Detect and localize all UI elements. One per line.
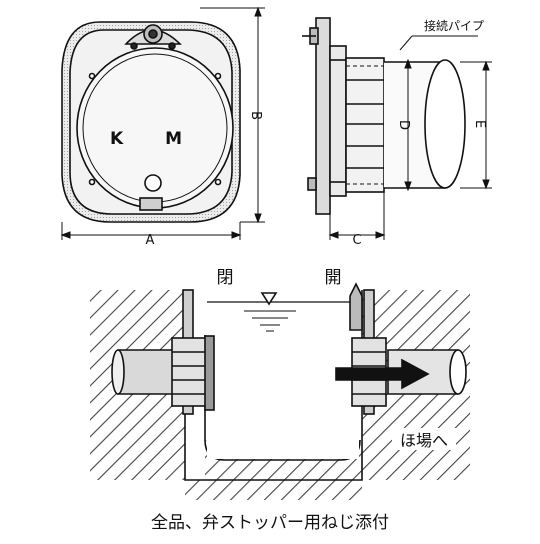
installation-view xyxy=(90,282,470,500)
closed-label: 閉 xyxy=(217,268,234,288)
dimension-e xyxy=(460,60,492,190)
field-label: ほ場へ xyxy=(400,431,448,450)
screw xyxy=(88,72,96,80)
valve-right-flap xyxy=(349,282,363,331)
emblem-label: K M xyxy=(110,129,200,149)
dimension-b xyxy=(200,6,265,224)
pipe-leader xyxy=(399,35,478,51)
valve-left-disk xyxy=(204,335,215,411)
water-level-marker xyxy=(260,292,278,306)
pipe-end xyxy=(424,59,466,189)
dim-b-label: B xyxy=(248,111,263,120)
screw xyxy=(168,42,176,50)
open-label: 開 xyxy=(325,268,342,288)
front-view xyxy=(61,21,241,223)
side-collar xyxy=(345,57,385,193)
pipe-right-end xyxy=(449,349,467,395)
screw xyxy=(214,178,222,186)
pipe-label: 接続パイプ xyxy=(424,18,484,33)
side-front-plate xyxy=(315,17,331,215)
dim-a-label: A xyxy=(146,233,155,248)
dim-d-label: D xyxy=(396,120,411,130)
valve-left-body xyxy=(171,337,207,407)
screw xyxy=(214,72,222,80)
side-flange xyxy=(329,45,347,197)
side-view xyxy=(302,17,466,215)
flow-arrow xyxy=(335,358,430,390)
caption: 全品、弁ストッパー用ねじ添付 xyxy=(151,513,389,533)
bottom-tab xyxy=(139,197,163,211)
dim-e-label: E xyxy=(472,120,487,128)
dim-c-label: C xyxy=(352,233,361,248)
dimension-a xyxy=(60,222,242,240)
lower-knob xyxy=(144,174,162,192)
screw xyxy=(130,42,138,50)
ground-bottom xyxy=(185,480,362,500)
dimension-c xyxy=(328,192,386,240)
dimension-d xyxy=(404,58,412,192)
screw xyxy=(88,178,96,186)
